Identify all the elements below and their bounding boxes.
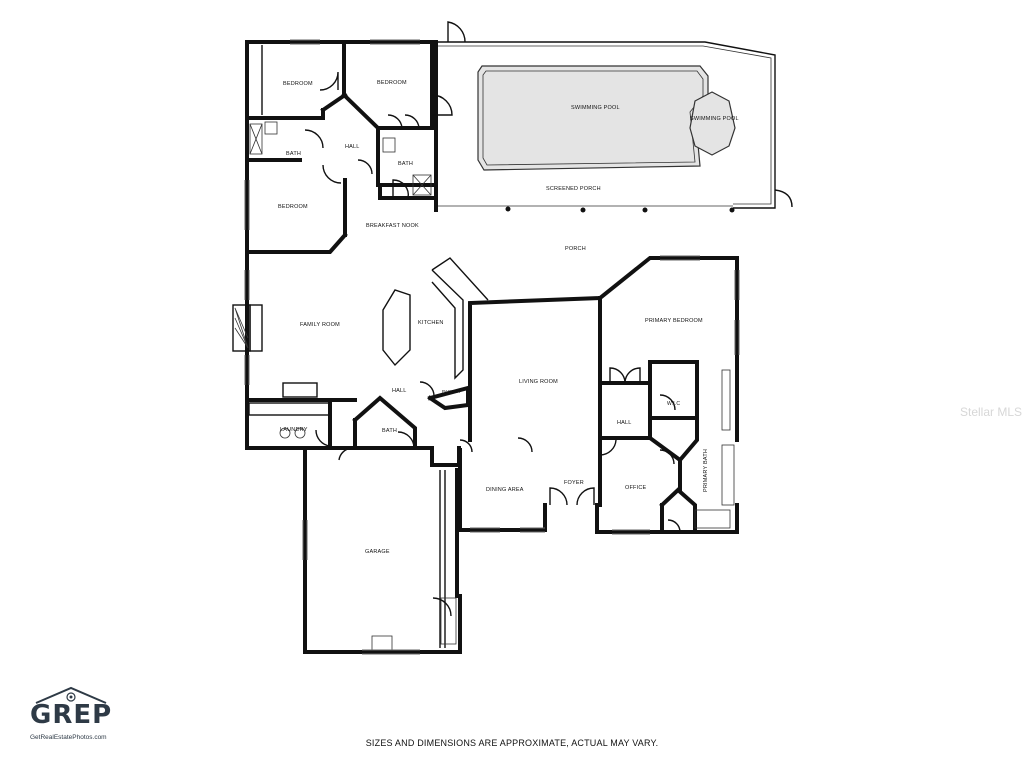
- room-labels: BEDROOM BEDROOM BEDROOM BATH BATH BATH H…: [278, 80, 739, 555]
- breakfast-nook-label: BREAKFAST NOOK: [366, 223, 419, 229]
- screened-porch-enclosure: [436, 41, 793, 213]
- primary-bedroom-label: PRIMARY BEDROOM: [645, 318, 703, 324]
- swimming-pool-label: SWIMMING POOL: [571, 105, 620, 111]
- laundry-label: LAUNDRY: [280, 427, 308, 433]
- doors: [304, 21, 681, 617]
- dining-area-label: DINING AREA: [486, 487, 524, 493]
- grep-logo-mark: [35, 686, 107, 704]
- pantry-label: PANTRY: [442, 389, 461, 394]
- bedroom-label-1: BEDROOM: [283, 81, 313, 87]
- office-label: OFFICE: [625, 485, 646, 491]
- fixtures: [232, 121, 735, 651]
- porch-label: PORCH: [565, 246, 586, 252]
- hall-label-3: HALL: [617, 420, 632, 426]
- screened-porch-label: SCREENED PORCH: [546, 186, 601, 192]
- bath-label-1: BATH: [286, 151, 301, 157]
- hall-label-2: HALL: [392, 388, 407, 394]
- swimming-pool: [477, 65, 736, 171]
- bath-label-2: BATH: [398, 161, 413, 167]
- disclaimer-text: SIZES AND DIMENSIONS ARE APPROXIMATE, AC…: [365, 738, 659, 748]
- spa-label: SWIMMING POOL: [690, 116, 739, 122]
- kitchen-label: KITCHEN: [418, 320, 444, 326]
- windows: [244, 39, 740, 655]
- bath-label-3: BATH: [382, 428, 397, 434]
- interior-walls: [245, 40, 699, 648]
- foyer-label: FOYER: [564, 480, 584, 486]
- bedroom-label-2: BEDROOM: [377, 80, 407, 86]
- brand-logo-text: GREP: [30, 700, 113, 730]
- primary-bath-label: PRIMARY BATH: [703, 449, 709, 492]
- family-room-label: FAMILY ROOM: [300, 322, 340, 328]
- brand-url: GetRealEstatePhotos.com: [30, 734, 107, 741]
- bedroom-label-3: BEDROOM: [278, 204, 308, 210]
- watermark: Stellar MLS: [960, 405, 1023, 419]
- wic-label: W.I.C: [667, 401, 680, 407]
- garage-label: GARAGE: [365, 549, 390, 555]
- living-room-label: LIVING ROOM: [519, 379, 558, 385]
- hall-label-1: HALL: [345, 144, 360, 150]
- exterior-walls: [245, 40, 739, 654]
